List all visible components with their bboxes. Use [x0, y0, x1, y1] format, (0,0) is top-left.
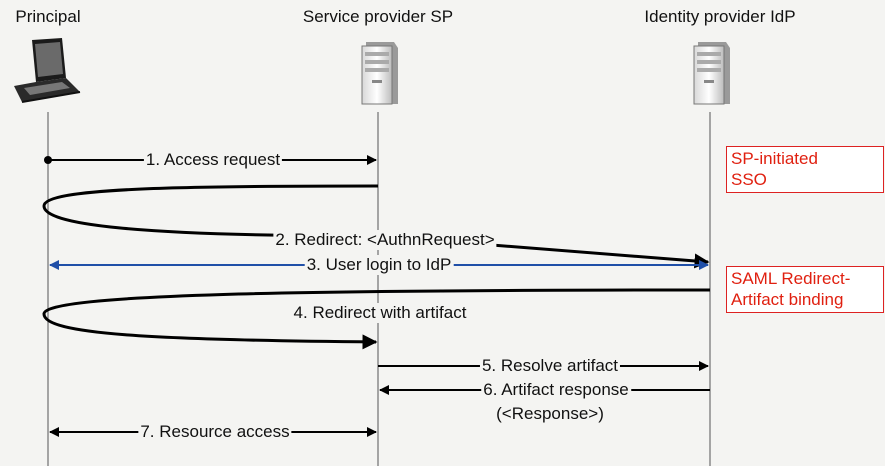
principal-header: Principal — [15, 7, 81, 26]
note-1-line-1: SP-initiated — [731, 149, 818, 168]
laptop-icon — [14, 38, 81, 103]
server-icon — [361, 42, 398, 105]
message-6-label: 6. Artifact response — [481, 380, 631, 400]
message-6-sublabel: (<Response>) — [494, 404, 606, 424]
note-saml-redirect-artifact: SAML Redirect- Artifact binding — [726, 266, 884, 313]
message-5-label: 5. Resolve artifact — [479, 356, 621, 376]
note-sp-initiated-sso: SP-initiated SSO — [726, 146, 884, 193]
sp-header: Service provider SP — [302, 7, 454, 26]
server-icon — [693, 42, 730, 105]
note-1-line-2: SSO — [731, 170, 767, 189]
message-7-label: 7. Resource access — [138, 422, 292, 442]
message-2-label: 2. Redirect: <AuthnRequest> — [273, 230, 497, 250]
note-2-line-2: Artifact binding — [731, 290, 844, 309]
message-1-label: 1. Access request — [143, 150, 283, 170]
message-3-label: 3. User login to IdP — [304, 255, 454, 275]
arrow-redirect-artifact — [42, 288, 711, 350]
idp-header: Identity provider IdP — [644, 7, 796, 26]
message-4-label: 4. Redirect with artifact — [291, 303, 469, 323]
arrow-redirect-authnrequest — [42, 184, 710, 269]
note-2-line-1: SAML Redirect- — [731, 269, 851, 288]
